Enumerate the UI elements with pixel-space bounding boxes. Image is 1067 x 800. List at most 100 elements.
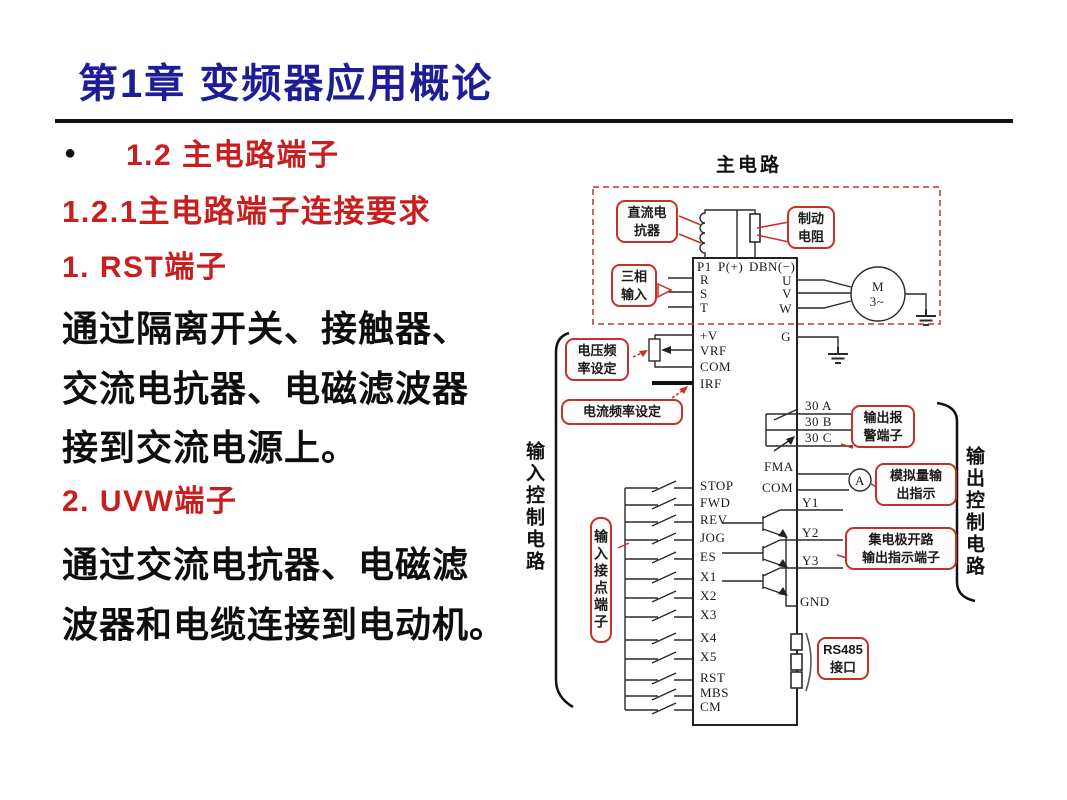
- motor-phase-label: 3~: [870, 294, 885, 309]
- ammeter-label: A: [855, 473, 865, 488]
- terminal-label: DB: [749, 259, 768, 274]
- terminal-label: R: [700, 272, 709, 287]
- item2-heading: 2. UVW端子: [62, 485, 238, 518]
- input-control-label: 输入控制电路: [523, 441, 544, 573]
- brake-resistor-leader: [756, 221, 790, 243]
- three-phase-pointer: [657, 282, 673, 299]
- terminal-label: JOG: [700, 530, 725, 545]
- callout-three-phase-input: 三相 输入: [611, 264, 657, 308]
- analog-wires: [654, 334, 693, 368]
- output-section-brace: [936, 401, 976, 603]
- callout-rs485: RS485 接口: [817, 637, 869, 681]
- rs485-pins: [790, 633, 803, 689]
- main-circuit-dashed-box: [592, 186, 941, 325]
- ground-icon: [827, 346, 849, 364]
- emitter-arrow-icon: [778, 529, 788, 538]
- uvw-wires: [797, 279, 927, 309]
- callout-voltage-freq: 电压频 率设定: [565, 338, 629, 382]
- terminal-label: X1: [700, 569, 717, 584]
- terminal-label: ES: [700, 549, 716, 564]
- item1-line2: 交流电抗器、电磁滤波器: [62, 369, 470, 409]
- terminal-label: Y3: [802, 553, 819, 568]
- callout-brake-resistor: 制动 电阻: [787, 206, 835, 250]
- ammeter-symbol: [848, 468, 872, 492]
- motor-label: M: [872, 279, 884, 294]
- terminal-label: X3: [700, 607, 717, 622]
- g-terminal-wire: [797, 336, 839, 347]
- terminal-label: REV: [700, 512, 728, 527]
- terminal-label: G: [781, 329, 791, 344]
- item2-line1: 通过交流电抗器、电磁滤: [62, 545, 470, 585]
- terminal-label: V: [782, 286, 792, 301]
- terminal-label: U: [782, 273, 792, 288]
- diagram-title: 主电路: [716, 155, 783, 176]
- callout-alarm-output: 输出报 警端子: [851, 405, 915, 449]
- motor-symbol: [850, 266, 906, 322]
- relay-contacts: [765, 408, 853, 452]
- transistor-y2: [722, 539, 843, 567]
- terminal-label: 30 C: [805, 430, 832, 445]
- terminal-label: FMA: [764, 459, 794, 474]
- output-control-label: 输出控制电路: [963, 446, 984, 578]
- terminal-label: 30 B: [805, 414, 832, 429]
- wiring-group: [554, 209, 976, 726]
- leader-arrow-icon: [679, 386, 688, 394]
- terminal-label: T: [700, 300, 708, 315]
- dc-reactor-coil: [699, 209, 756, 258]
- callout-analog-output: 模拟量输 出指示: [875, 463, 957, 507]
- contact-arrow-icon: [786, 436, 795, 445]
- terminal-label: IRF: [700, 376, 722, 391]
- red-annotations: [592, 186, 941, 559]
- emitter-arrow-icon: [778, 559, 788, 568]
- input-switches: [624, 480, 694, 715]
- transistor-y1: [722, 509, 843, 537]
- emitter-arrow-icon: [778, 587, 788, 596]
- terminal-label: MBS: [700, 685, 729, 700]
- fma-wires: [797, 473, 849, 491]
- subsection-heading: 1.2.1主电路端子连接要求: [62, 194, 431, 229]
- item1-line1: 通过隔离开关、接触器、: [62, 309, 470, 349]
- terminal-label: COM: [700, 359, 731, 374]
- callout-input-contact: 输入接点端子: [590, 517, 612, 643]
- leader-arrow-icon: [639, 350, 648, 357]
- item2-line2: 波器和电缆连接到电动机。: [62, 605, 507, 645]
- callout-dc-reactor: 直流电 抗器: [616, 200, 678, 244]
- bullet-icon: ●: [64, 142, 77, 164]
- terminal-labels: P1 P(+) DB N(−) R S T U V W G +V VRF COM…: [697, 259, 884, 714]
- emitter-rail: [785, 537, 797, 607]
- terminal-label: FWD: [700, 495, 730, 510]
- slide-title: 第1章 变频器应用概论: [78, 62, 494, 106]
- terminal-label: X5: [700, 649, 717, 664]
- terminal-label: X4: [700, 630, 717, 645]
- terminal-label: RST: [700, 670, 725, 685]
- terminal-label: GND: [800, 594, 830, 609]
- potentiometer: [648, 338, 661, 362]
- terminal-label: STOP: [700, 478, 734, 493]
- terminal-label: +V: [700, 328, 718, 343]
- terminal-label: VRF: [700, 343, 727, 358]
- rst-wires: [668, 277, 693, 308]
- current-freq-leader: [671, 388, 686, 399]
- terminal-label: COM: [762, 480, 793, 495]
- callout-current-freq: 电流频率设定: [561, 399, 683, 425]
- terminal-label: Y2: [802, 525, 819, 540]
- inverter-box: [692, 257, 798, 726]
- item1-heading: 1. RST端子: [62, 251, 228, 284]
- ground-icon: [915, 308, 937, 326]
- wiper-arrow-icon: [661, 346, 671, 354]
- terminal-label: CM: [700, 699, 721, 714]
- terminal-label: P1: [697, 259, 712, 274]
- terminal-label: Y1: [802, 495, 819, 510]
- terminal-label: X2: [700, 588, 717, 603]
- title-underline: [55, 119, 1013, 123]
- input-section-brace: [554, 331, 574, 709]
- rs485-brace: [805, 632, 812, 692]
- terminal-label: 30 A: [805, 398, 832, 413]
- callout-open-collector: 集电极开路 输出指示端子: [845, 527, 957, 571]
- terminal-label: S: [700, 286, 708, 301]
- section-heading: 1.2 主电路端子: [126, 139, 340, 172]
- transistor-y3: [722, 567, 843, 595]
- terminal-label: P(+): [718, 259, 743, 274]
